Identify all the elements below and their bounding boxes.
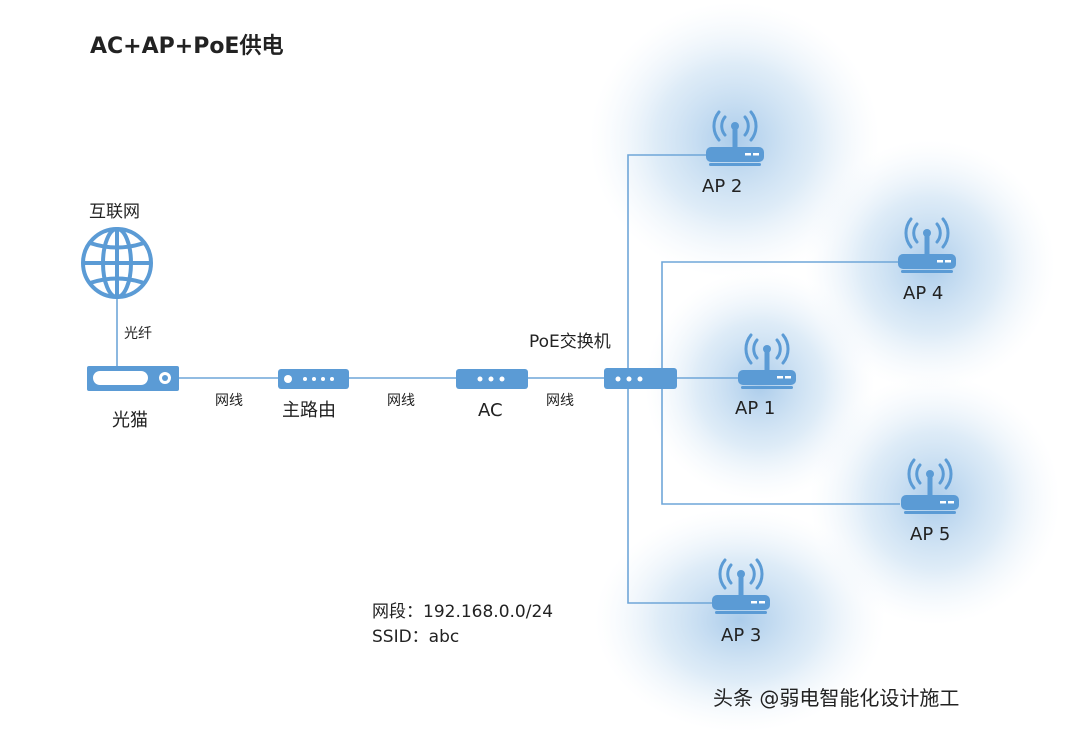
router-icon	[278, 369, 349, 389]
switch-icon	[604, 368, 677, 389]
modem-label: 光猫	[112, 410, 148, 431]
ap2-label: AP 2	[702, 176, 742, 197]
ap1-label: AP 1	[735, 398, 775, 419]
subnet-text: 网段：192.168.0.0/24	[372, 602, 553, 622]
optical-modem-icon	[87, 366, 179, 391]
ap3-label: AP 3	[721, 625, 761, 646]
cable-label-2: 网线	[387, 393, 415, 409]
ac-label: AC	[478, 400, 503, 421]
fiber-label: 光纤	[124, 326, 152, 342]
cable-label-1: 网线	[215, 393, 243, 409]
ssid-text: SSID：abc	[372, 627, 459, 647]
ap4-label: AP 4	[903, 283, 943, 304]
diagram-title: AC+AP+PoE供电	[90, 33, 283, 59]
watermark: 头条 @弱电智能化设计施工	[713, 686, 959, 710]
access-controller-icon	[456, 369, 528, 389]
poe-switch-label: PoE交换机	[529, 332, 611, 352]
internet-label: 互联网	[89, 202, 140, 222]
router-label: 主路由	[282, 400, 336, 421]
cable-label-3: 网线	[546, 393, 574, 409]
globe-icon	[81, 227, 153, 299]
ap5-label: AP 5	[910, 524, 950, 545]
ap3-coverage	[595, 508, 885, 732]
